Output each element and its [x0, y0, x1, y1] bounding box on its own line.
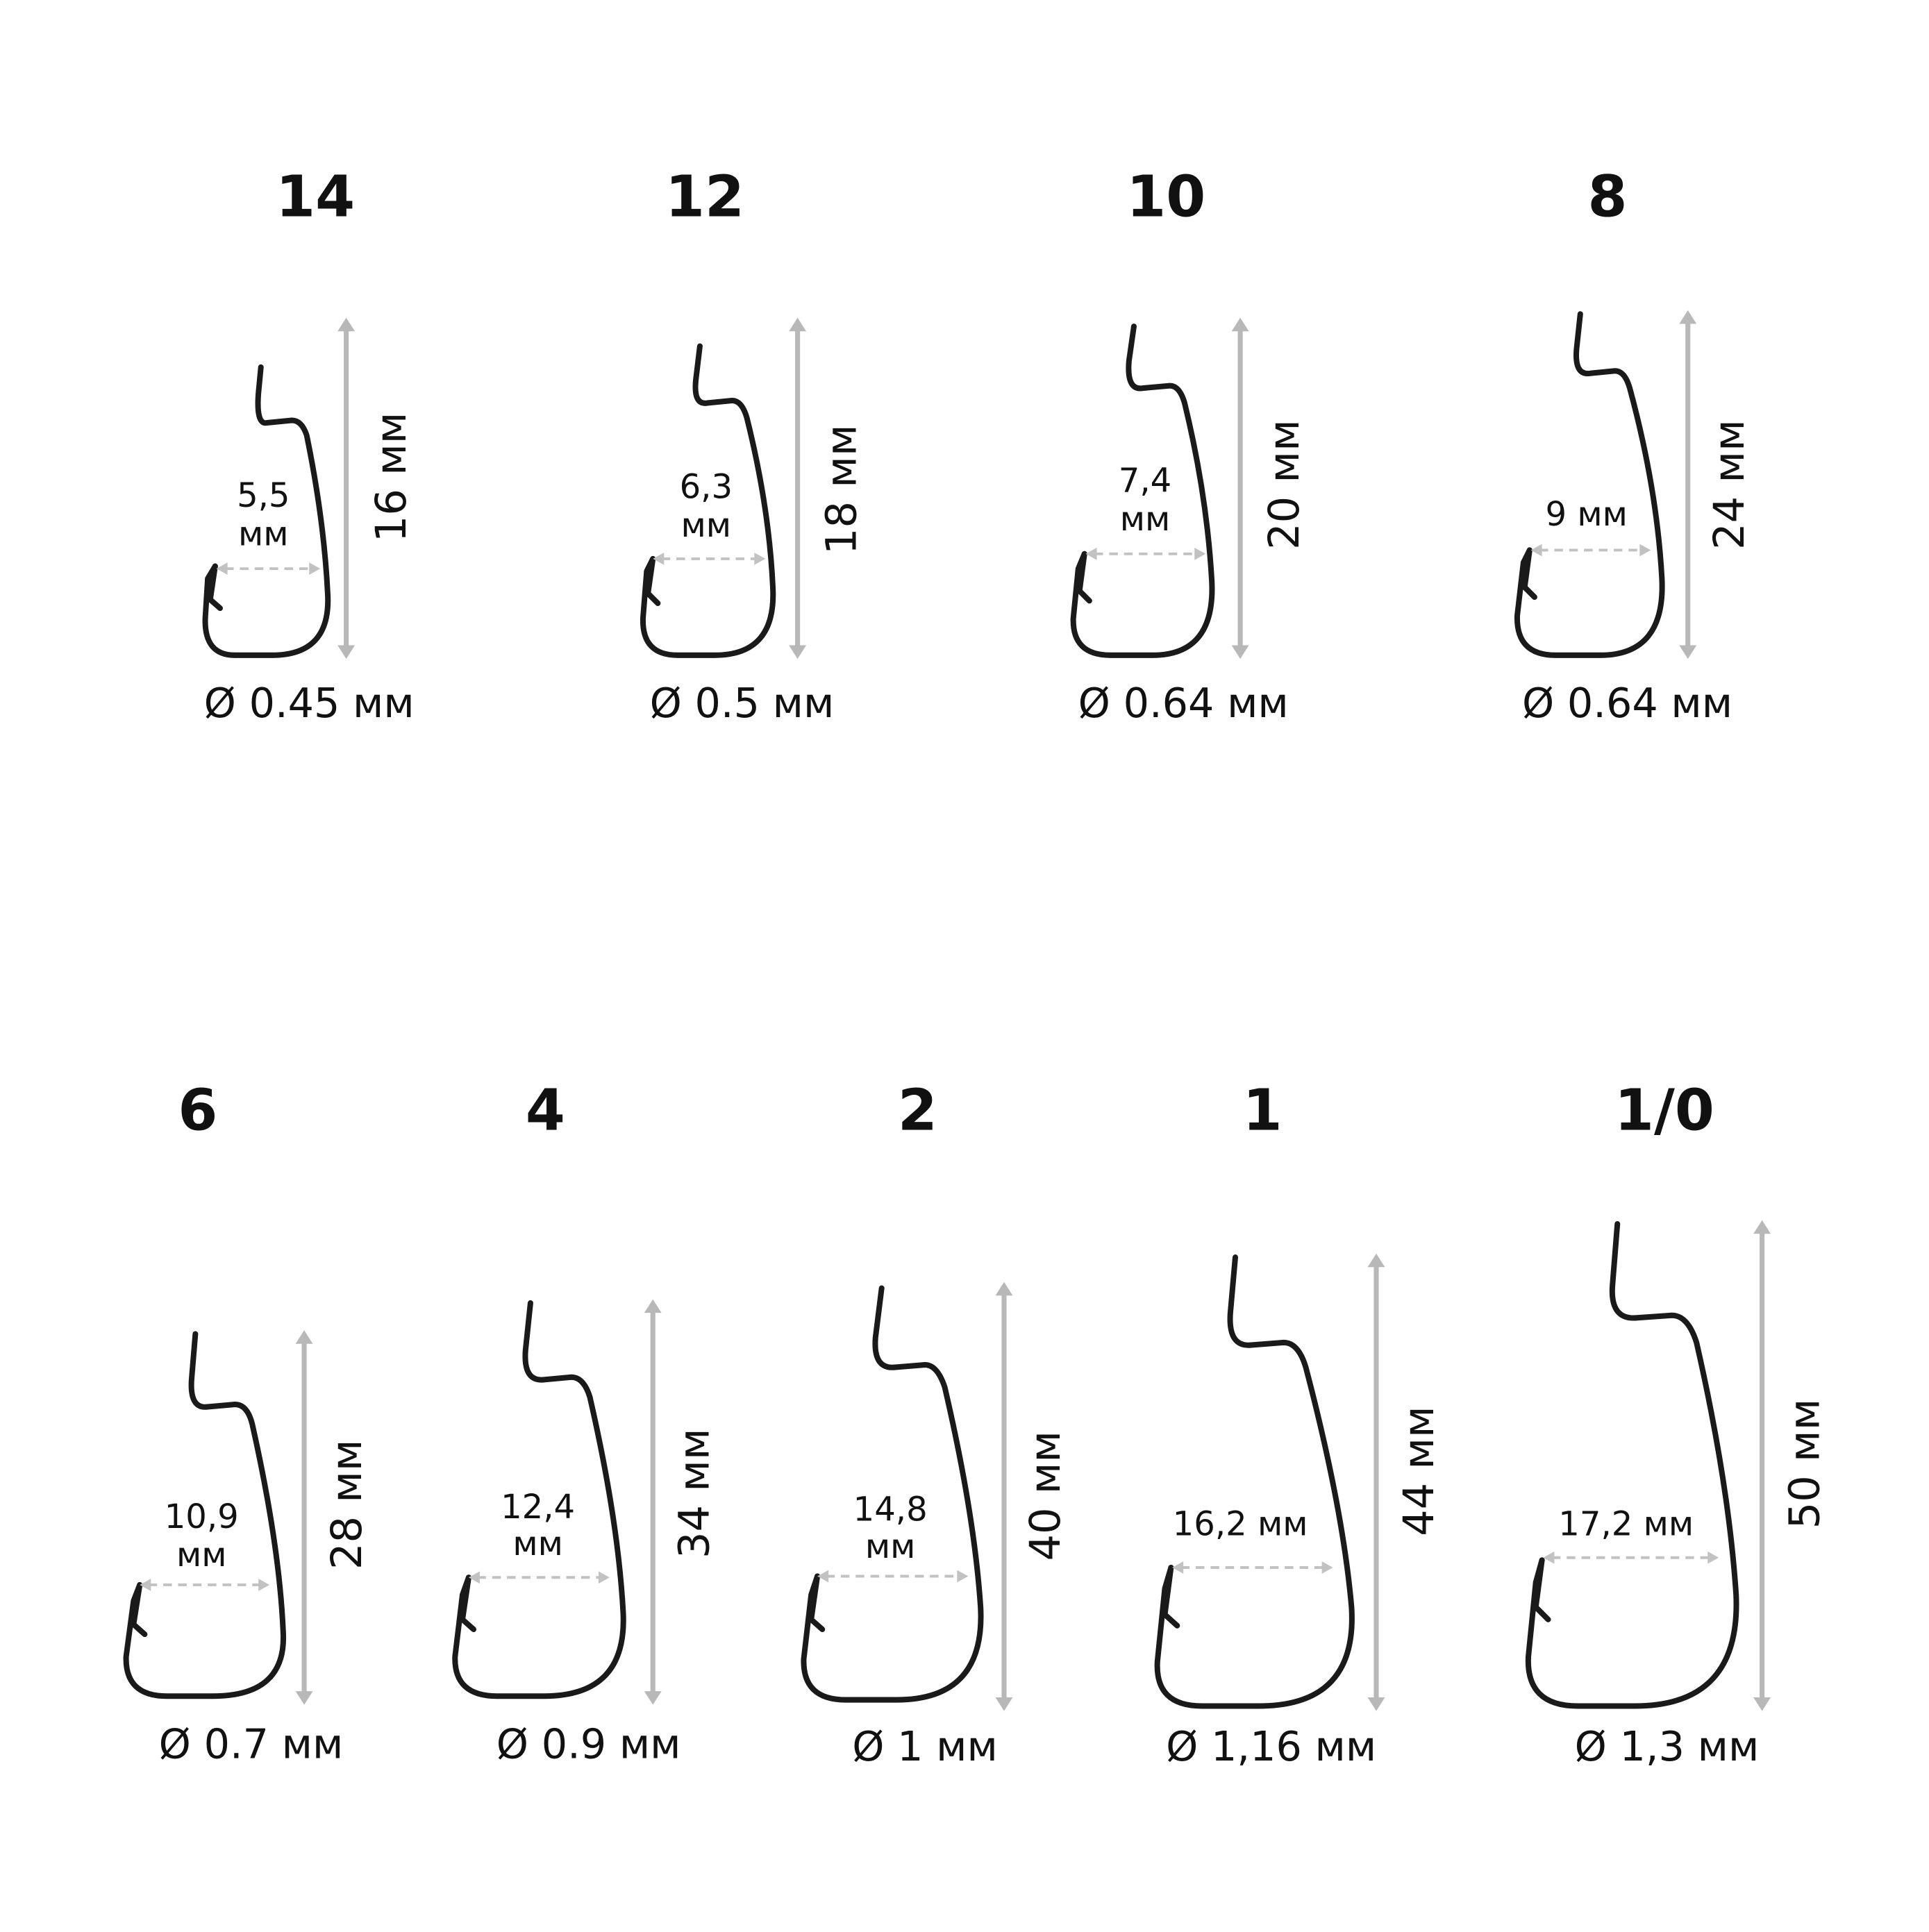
hook-card-10: 10 7,4 мм 20 мм Ø 0.64 мм [1070, 165, 1309, 727]
hook-icon [202, 364, 331, 658]
hook-icon [801, 1285, 984, 1703]
wire-diameter-label: Ø 0.7 мм [159, 1720, 344, 1767]
hook-size-label: 2 [898, 1078, 937, 1144]
length-arrow [789, 317, 807, 660]
wire-diameter-label: Ø 0.9 мм [496, 1720, 681, 1767]
length-arrow [644, 1299, 662, 1705]
hook-card-1-0: 1/0 17,2 мм 50 мм Ø 1,3 мм [1525, 1078, 1830, 1770]
hook-length-label: 34 мм [670, 1428, 719, 1559]
gap-width-label: 10,9 [165, 1497, 239, 1536]
gap-width-unit: мм [238, 514, 289, 553]
hook-icon [1154, 1254, 1355, 1709]
hook-card-4: 4 12,4 мм 34 мм Ø 0.9 мм [452, 1078, 719, 1767]
hook-icon [1514, 311, 1665, 658]
gap-dimension [216, 562, 321, 576]
length-arrow [1367, 1253, 1385, 1711]
gap-dimension [468, 1571, 610, 1584]
hook-length-label: 40 мм [1021, 1431, 1070, 1561]
hook-size-label: 1/0 [1614, 1078, 1714, 1144]
hook-icon [1525, 1220, 1739, 1709]
length-arrow [1231, 317, 1249, 660]
gap-dimension [817, 1570, 969, 1583]
gap-width-label: 14,8 [853, 1490, 928, 1529]
gap-width-label: 5,5 [237, 476, 290, 515]
hook-length-label: 18 мм [817, 424, 866, 555]
hook-size-label: 6 [178, 1078, 217, 1144]
hook-icon [640, 343, 776, 658]
hook-length-label: 44 мм [1395, 1406, 1444, 1536]
wire-diameter-label: Ø 0.45 мм [204, 679, 415, 727]
hook-icon [452, 1300, 626, 1699]
length-arrow [337, 317, 356, 660]
hook-card-14: 14 5,5 мм 16 мм Ø 0.45 мм [202, 165, 416, 727]
hook-card-12: 12 6,3 мм 18 мм Ø 0.5 мм [640, 165, 866, 727]
hook-size-label: 8 [1588, 165, 1628, 230]
gap-dimension [653, 553, 766, 565]
gap-dimension [140, 1579, 270, 1591]
length-arrow [1679, 310, 1697, 660]
gap-width-unit: мм [1120, 500, 1171, 539]
hook-icon [123, 1331, 286, 1699]
hook-size-label: 1 [1243, 1078, 1283, 1144]
gap-width-label: 7,4 [1119, 462, 1171, 501]
hook-icon [1070, 324, 1215, 658]
length-arrow [995, 1282, 1013, 1711]
gap-dimension [1085, 547, 1206, 560]
hook-length-label: 20 мм [1260, 419, 1309, 550]
wire-diameter-label: Ø 0.5 мм [650, 679, 835, 727]
hook-card-6: 6 10,9 мм 28 мм Ø 0.7 мм [123, 1078, 371, 1767]
gap-dimension [1172, 1561, 1333, 1574]
hook-size-label: 12 [665, 165, 744, 230]
gap-width-label: 9 мм [1546, 495, 1628, 534]
length-arrow [295, 1330, 313, 1705]
wire-diameter-label: Ø 0.64 мм [1522, 679, 1732, 727]
wire-diameter-label: Ø 1,16 мм [1166, 1722, 1376, 1770]
hook-card-1: 1 16,2 мм 44 мм Ø 1,16 мм [1154, 1078, 1444, 1770]
hook-length-label: 16 мм [367, 412, 416, 543]
gap-width-label: 6,3 [680, 468, 733, 507]
hook-length-label: 50 мм [1781, 1399, 1830, 1529]
gap-width-unit: мм [865, 1527, 916, 1566]
hook-size-label: 4 [526, 1078, 565, 1144]
gap-width-label: 12,4 [501, 1488, 575, 1527]
gap-width-unit: мм [512, 1524, 563, 1563]
gap-dimension [1530, 544, 1651, 557]
gap-dimension [1543, 1551, 1719, 1564]
wire-diameter-label: Ø 0.64 мм [1078, 679, 1289, 727]
wire-diameter-label: Ø 1,3 мм [1575, 1722, 1760, 1770]
gap-width-label: 16,2 мм [1173, 1505, 1308, 1544]
gap-width-label: 17,2 мм [1558, 1505, 1694, 1544]
gap-width-unit: мм [176, 1536, 227, 1574]
hook-card-8: 8 9 мм 24 мм Ø 0.64 мм [1514, 165, 1754, 727]
hook-size-label: 10 [1126, 165, 1205, 230]
wire-diameter-label: Ø 1 мм [852, 1722, 998, 1770]
gap-width-unit: мм [681, 506, 732, 545]
hook-length-label: 24 мм [1705, 419, 1754, 550]
hook-card-2: 2 14,8 мм 40 мм Ø 1 мм [801, 1078, 1070, 1770]
hook-length-label: 28 мм [323, 1439, 371, 1570]
hook-size-label: 14 [276, 165, 355, 230]
length-arrow [1753, 1220, 1771, 1711]
